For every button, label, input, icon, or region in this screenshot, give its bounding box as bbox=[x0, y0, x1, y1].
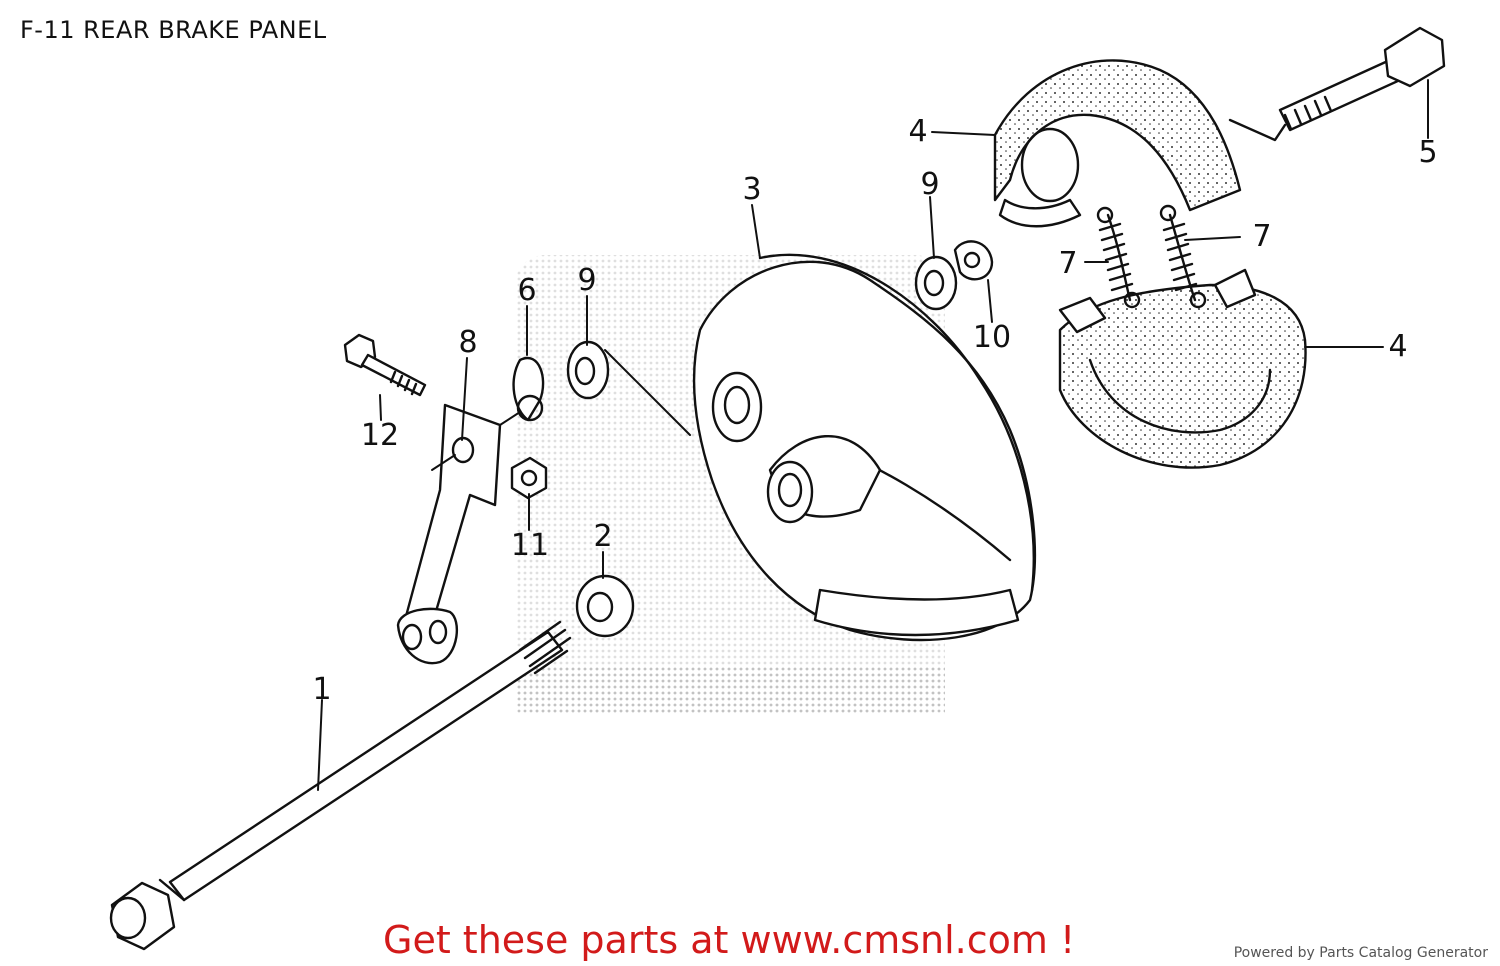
callout-brake-panel: 3 bbox=[742, 172, 762, 207]
callout-washer: 10 bbox=[972, 320, 1012, 355]
powered-by-text: Powered by Parts Catalog Generator bbox=[1233, 945, 1488, 961]
brake-shoe-lower-part bbox=[1058, 268, 1307, 469]
brake-panel-part bbox=[692, 253, 1036, 642]
diagram-title: F-11 REAR BRAKE PANEL bbox=[20, 16, 327, 44]
washer-part bbox=[953, 240, 994, 281]
callout-axle: 1 bbox=[312, 672, 332, 707]
callout-bolt: 12 bbox=[360, 418, 400, 453]
nut-part bbox=[510, 456, 548, 500]
callout-spring-left: 7 bbox=[1058, 246, 1078, 281]
callout-nut: 11 bbox=[510, 528, 550, 563]
promo-link[interactable]: Get these parts at www.cmsnl.com ! bbox=[383, 918, 1076, 962]
callout-brake-arm: 8 bbox=[458, 325, 478, 360]
brake-cam-part bbox=[1228, 26, 1446, 142]
callout-indicator-plate: 6 bbox=[517, 273, 537, 308]
bolt-part bbox=[343, 333, 427, 397]
indicator-plate-part bbox=[512, 356, 545, 422]
brake-shoe-upper-part bbox=[993, 59, 1242, 228]
leader-lines bbox=[317, 79, 1429, 791]
dust-seal-right-part bbox=[914, 255, 958, 311]
callout-seal: 2 bbox=[593, 519, 613, 554]
callout-brake-cam: 5 bbox=[1418, 135, 1438, 170]
callout-brake-shoe-lower: 4 bbox=[1388, 329, 1408, 364]
spring-left-part bbox=[1096, 206, 1141, 309]
spring-right-part bbox=[1159, 204, 1207, 309]
brake-arm-part bbox=[396, 403, 502, 665]
seal-part bbox=[575, 574, 635, 638]
dust-seal-left-part bbox=[566, 340, 610, 400]
callout-spring-right: 7 bbox=[1252, 219, 1272, 254]
axle-part bbox=[109, 620, 572, 951]
callout-brake-shoe-upper: 4 bbox=[908, 114, 928, 149]
callout-dust-seal-left: 9 bbox=[577, 263, 597, 298]
callout-dust-seal-right: 9 bbox=[920, 167, 940, 202]
